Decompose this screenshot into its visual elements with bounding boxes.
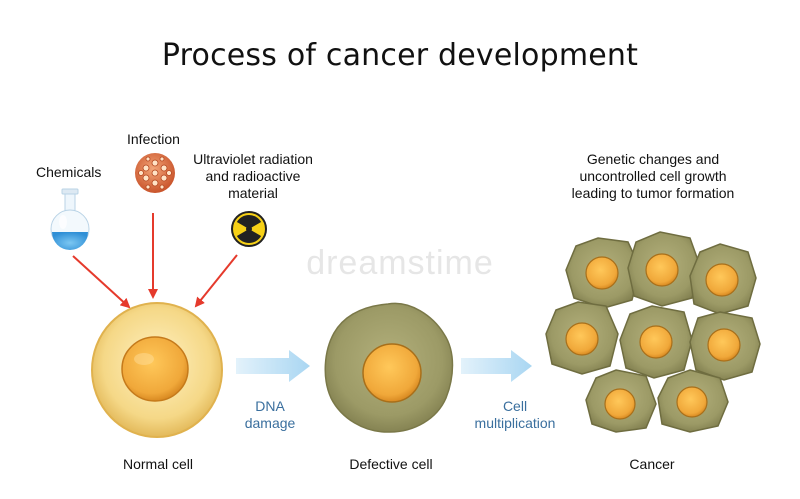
cancer-tumor — [545, 231, 761, 433]
label-chemicals: Chemicals — [36, 164, 102, 180]
radiation-icon — [231, 211, 267, 247]
blue-arrow-cell-multiplication — [461, 350, 532, 382]
virus-icon — [135, 153, 175, 193]
diagram-title: Process of cancer development — [161, 38, 639, 73]
label-radiation: Ultraviolet radiation and radioactive ma… — [193, 151, 313, 201]
label-defective-cell: Defective cell — [349, 456, 433, 472]
normal-cell — [91, 302, 223, 438]
label-cancer: Cancer — [629, 456, 675, 472]
flask-icon — [50, 188, 90, 250]
red-arrow-radiation — [194, 254, 238, 308]
label-dna-damage: DNA damage — [244, 398, 296, 431]
label-normal-cell: Normal cell — [122, 456, 193, 472]
blue-arrow-dna-damage — [236, 350, 310, 382]
label-infection: Infection — [127, 131, 180, 147]
label-cancer-note: Genetic changes and uncontrolled cell gr… — [571, 151, 735, 201]
red-arrow-chemicals — [72, 255, 131, 309]
label-cell-multiplication: Cell multiplication — [474, 398, 556, 431]
watermark: dreamstime — [306, 244, 494, 282]
defective-cell — [324, 302, 454, 433]
